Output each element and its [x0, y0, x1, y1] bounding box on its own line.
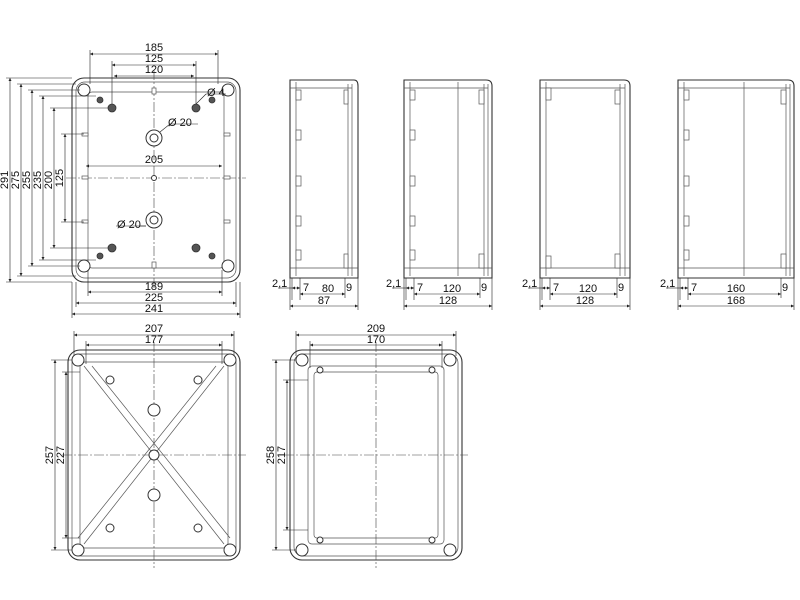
- dim-207: 207: [145, 323, 163, 335]
- mounting-hole: [208, 96, 216, 104]
- side-view-87: 2,1 7 80 9 87: [272, 79, 359, 310]
- corner-boss: [223, 543, 237, 557]
- knockout-upper-inner: [149, 133, 159, 143]
- lid-screw: [295, 353, 309, 367]
- dim-7: 7: [691, 282, 697, 294]
- dim-2-1: 2,1: [386, 278, 401, 290]
- dim-291: 291: [0, 171, 11, 189]
- side-view-1-outline: [289, 79, 359, 279]
- side-view-3-ribs: [545, 87, 621, 269]
- dim-80: 80: [322, 283, 334, 295]
- center-mark: [151, 175, 157, 181]
- dim-9: 9: [782, 282, 788, 294]
- side-view-2-ribs: [409, 89, 485, 269]
- mounting-hole: [107, 243, 117, 253]
- lid-screw: [295, 543, 309, 557]
- corner-boss: [221, 259, 235, 273]
- lid-pin: [316, 366, 324, 374]
- mounting-hole: [193, 375, 203, 385]
- mounting-hole: [193, 523, 203, 533]
- dim-275: 275: [10, 171, 22, 189]
- dim-200: 200: [43, 171, 55, 189]
- dim-7: 7: [553, 282, 559, 294]
- dim-257: 257: [44, 446, 56, 464]
- dim-125-vertical: 125: [54, 169, 66, 187]
- dim-205: 205: [145, 154, 163, 166]
- knockout: [148, 449, 160, 461]
- callout-dia-20-lower: Ø 20: [117, 219, 141, 231]
- dim-128: 128: [576, 295, 594, 307]
- mounting-hole: [96, 252, 104, 260]
- dim-168: 168: [727, 295, 745, 307]
- dim-185: 185: [145, 42, 163, 54]
- corner-boss: [71, 543, 85, 557]
- lid-pin: [428, 366, 436, 374]
- knockout-lower-inner: [149, 215, 159, 225]
- dim-9: 9: [618, 282, 624, 294]
- lid-view: 209 170 258 217: [265, 323, 468, 568]
- dim-217: 217: [276, 446, 288, 464]
- dim-2-1: 2,1: [272, 278, 287, 290]
- dim-160: 160: [727, 283, 745, 295]
- side-view-4-ribs: [683, 89, 787, 269]
- side-view-3-outline: [539, 79, 631, 279]
- side-view-128b: 2,1 7 120 9 128: [522, 79, 631, 310]
- dim-7: 7: [417, 282, 423, 294]
- dim-7: 7: [303, 282, 309, 294]
- side-view-128a: 2,1 7 120 9 128: [386, 79, 493, 310]
- side-view-2-outline: [403, 79, 493, 279]
- dim-209: 209: [367, 323, 385, 335]
- dim-177: 177: [145, 334, 163, 346]
- mounting-hole: [96, 96, 104, 104]
- mounting-hole: [208, 252, 216, 260]
- dim-9: 9: [346, 282, 352, 294]
- mounting-hole: [105, 375, 115, 385]
- dim-128: 128: [439, 295, 457, 307]
- side-view-4-outline: [677, 79, 795, 279]
- dim-235: 235: [32, 171, 44, 189]
- top-view-rim: [75, 81, 237, 279]
- dim-2-1: 2,1: [522, 278, 537, 290]
- dim-87: 87: [318, 295, 330, 307]
- callout-dia-4: Ø 4: [207, 87, 225, 99]
- dim-125: 125: [145, 53, 163, 65]
- knockout: [147, 488, 161, 502]
- dim-9: 9: [481, 282, 487, 294]
- top-view-left-dims: 291 275 255 235 200 125: [0, 77, 108, 283]
- top-view: 185 125 120 205 Ø 4 Ø 20 Ø 20 189 225 24…: [0, 42, 246, 318]
- dim-2-1: 2,1: [660, 278, 675, 290]
- mounting-hole: [107, 103, 117, 113]
- dim-225: 225: [145, 292, 163, 304]
- knockout: [147, 403, 161, 417]
- lid-pin: [316, 536, 324, 544]
- mounting-hole: [191, 103, 201, 113]
- dim-258: 258: [265, 446, 277, 464]
- dim-189: 189: [145, 281, 163, 293]
- dim-120: 120: [579, 283, 597, 295]
- lid-screw: [443, 353, 457, 367]
- mounting-hole: [105, 523, 115, 533]
- lid-screw: [443, 543, 457, 557]
- bottom-view: 207 177 257 227: [44, 323, 246, 568]
- dim-255: 255: [21, 171, 33, 189]
- lid-pin: [428, 536, 436, 544]
- dim-170: 170: [367, 334, 385, 346]
- side-view-1-ribs: [295, 89, 349, 269]
- side-view-168: 2,1 7 160 9 168: [660, 79, 795, 310]
- dim-241: 241: [145, 303, 163, 315]
- dim-120: 120: [443, 283, 461, 295]
- top-view-outline: [71, 77, 241, 283]
- dim-120: 120: [145, 64, 163, 76]
- corner-boss: [223, 353, 237, 367]
- side-tabs: [81, 87, 231, 269]
- callout-dia-20-upper: Ø 20: [168, 117, 192, 129]
- dim-227: 227: [55, 446, 67, 464]
- corner-boss: [221, 83, 235, 97]
- mounting-hole: [191, 243, 201, 253]
